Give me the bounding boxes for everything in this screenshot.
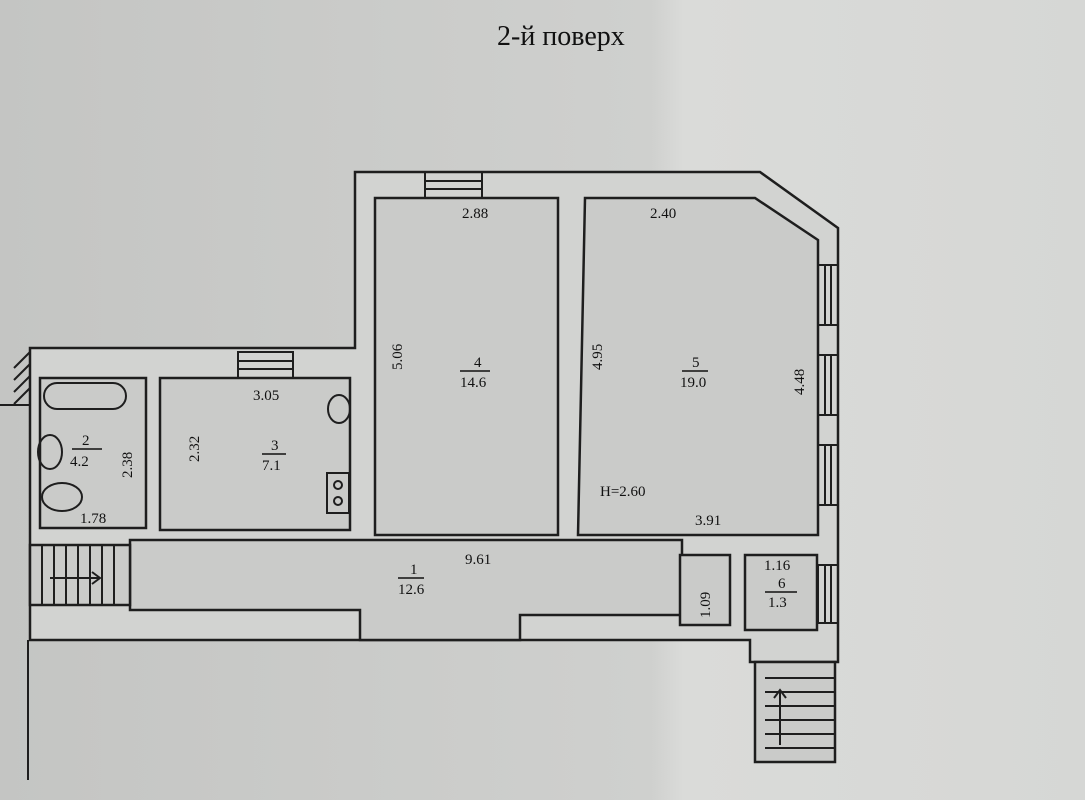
windows [237, 171, 839, 624]
stove-icon [326, 472, 350, 514]
room-6-number: 6 [778, 576, 786, 592]
room-3-length: 3.05 [253, 388, 279, 404]
room-1-number: 1 [410, 562, 418, 578]
toilet-icon [41, 482, 83, 512]
room-5-length-right: 4.48 [792, 369, 808, 395]
room-4-width: 2.88 [462, 206, 488, 222]
sink-icon [37, 434, 63, 470]
room-4-area: 14.6 [460, 375, 487, 391]
room-2-number: 2 [82, 433, 90, 449]
room-1-length: 9.61 [465, 552, 491, 568]
room-6-width: 1.16 [764, 558, 791, 574]
room-6-area: 1.3 [768, 595, 787, 611]
room-5-bottom-width: 3.91 [695, 513, 721, 529]
room-4-length: 5.06 [390, 343, 406, 370]
room-5-width: 2.40 [650, 206, 676, 222]
room-1-area: 12.6 [398, 582, 425, 598]
room-small-closet [678, 553, 732, 627]
stairs-bottom [753, 660, 837, 764]
room-labels: 2 4.2 2.38 1.78 3 7.1 3.05 2.32 4 14.6 2… [70, 206, 808, 618]
room-5-length-left: 4.95 [590, 344, 606, 370]
adjacent-wall-hatch [0, 348, 31, 780]
washbasin-icon [327, 394, 351, 424]
room-5-area: 19.0 [680, 375, 706, 391]
room-3-number: 3 [271, 438, 279, 454]
plan-title: 2-й поверх [497, 21, 625, 52]
room-3-area: 7.1 [262, 458, 281, 474]
stairs-left [28, 543, 132, 607]
room-3-width: 2.32 [187, 436, 203, 462]
room-2 [38, 376, 148, 530]
room-2-width: 2.38 [120, 452, 136, 478]
ceiling-height: H=2.60 [600, 484, 646, 500]
room-4-number: 4 [474, 355, 482, 371]
room-5-number: 5 [692, 355, 700, 371]
room-2-length: 1.78 [80, 511, 106, 527]
bathtub-icon [43, 382, 127, 410]
closet-width: 1.09 [698, 592, 714, 618]
sanitary-fixtures [37, 382, 351, 514]
room-2-area: 4.2 [70, 454, 89, 470]
